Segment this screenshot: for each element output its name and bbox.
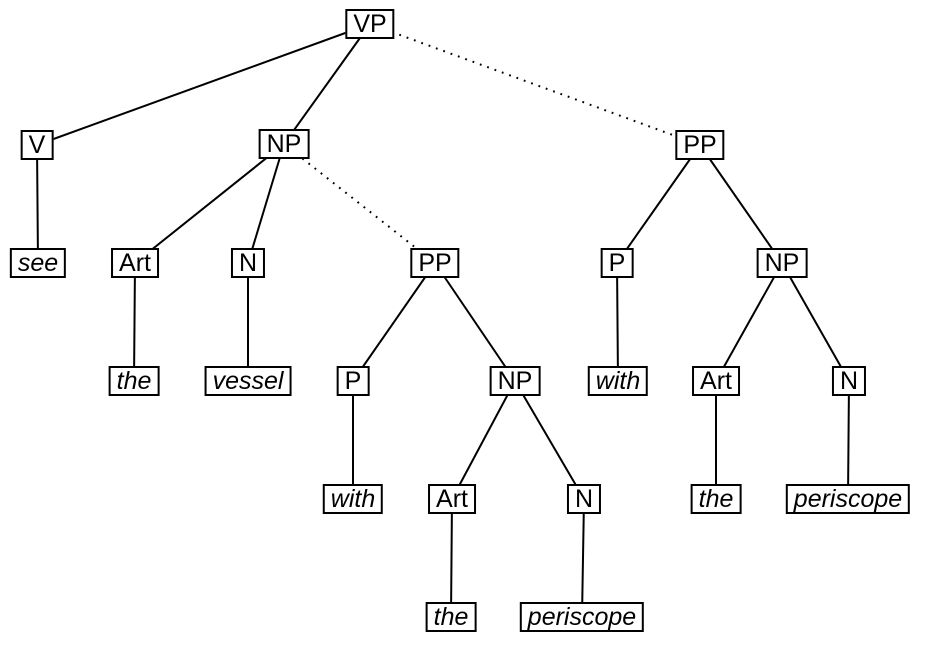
node-np-object: NP	[258, 129, 310, 159]
node-word-the-1: the	[108, 366, 160, 396]
node-art-1: Art	[111, 248, 159, 278]
node-pp-np-attached: PP	[410, 248, 460, 278]
edge-vp-v	[36, 23, 371, 146]
node-word-with-right: with	[587, 366, 649, 396]
edge-np3-art3	[715, 262, 783, 382]
edge-np3-n3	[781, 262, 850, 382]
edge-pp3-np3	[699, 144, 783, 264]
node-p-right: P	[600, 248, 634, 278]
edge-vp-np1	[283, 23, 371, 145]
node-np-middle: NP	[489, 366, 541, 396]
node-word-periscope-middle: periscope	[519, 602, 645, 632]
node-n-right: N	[831, 366, 867, 396]
node-art-right: Art	[692, 366, 740, 396]
edge-np2-n2	[514, 380, 585, 500]
node-word-vessel: vessel	[204, 366, 292, 396]
edge-pp2-np2	[434, 262, 516, 382]
node-np-right: NP	[756, 248, 808, 278]
edge-np1-pp2-dotted	[283, 143, 436, 264]
edge-v-see	[36, 144, 39, 264]
edge-art2-the2	[450, 498, 453, 618]
edge-n3-periscope3	[847, 380, 850, 500]
edge-np2-art2	[451, 380, 516, 500]
node-word-see: see	[9, 248, 67, 278]
edge-art1-the1	[133, 262, 136, 382]
edge-p3-with3	[616, 262, 619, 382]
edge-np1-art1	[134, 143, 285, 264]
node-n-1: N	[230, 248, 266, 278]
node-vp: VP	[345, 9, 395, 39]
node-word-periscope-right: periscope	[785, 484, 911, 514]
node-word-the-middle: the	[425, 602, 477, 632]
edge-pp2-p2	[352, 262, 436, 382]
node-word-with-middle: with	[322, 484, 384, 514]
node-n-middle: N	[566, 484, 602, 514]
node-p-middle: P	[336, 366, 370, 396]
edge-vp-pp3-dotted	[369, 23, 701, 146]
edge-pp3-p3	[616, 144, 701, 264]
node-pp-vp-attached: PP	[675, 130, 725, 160]
node-v: V	[20, 130, 54, 160]
edge-n2-periscope2	[581, 498, 585, 618]
node-art-middle: Art	[428, 484, 476, 514]
node-word-the-right: the	[690, 484, 742, 514]
edge-np1-n1	[247, 143, 285, 264]
